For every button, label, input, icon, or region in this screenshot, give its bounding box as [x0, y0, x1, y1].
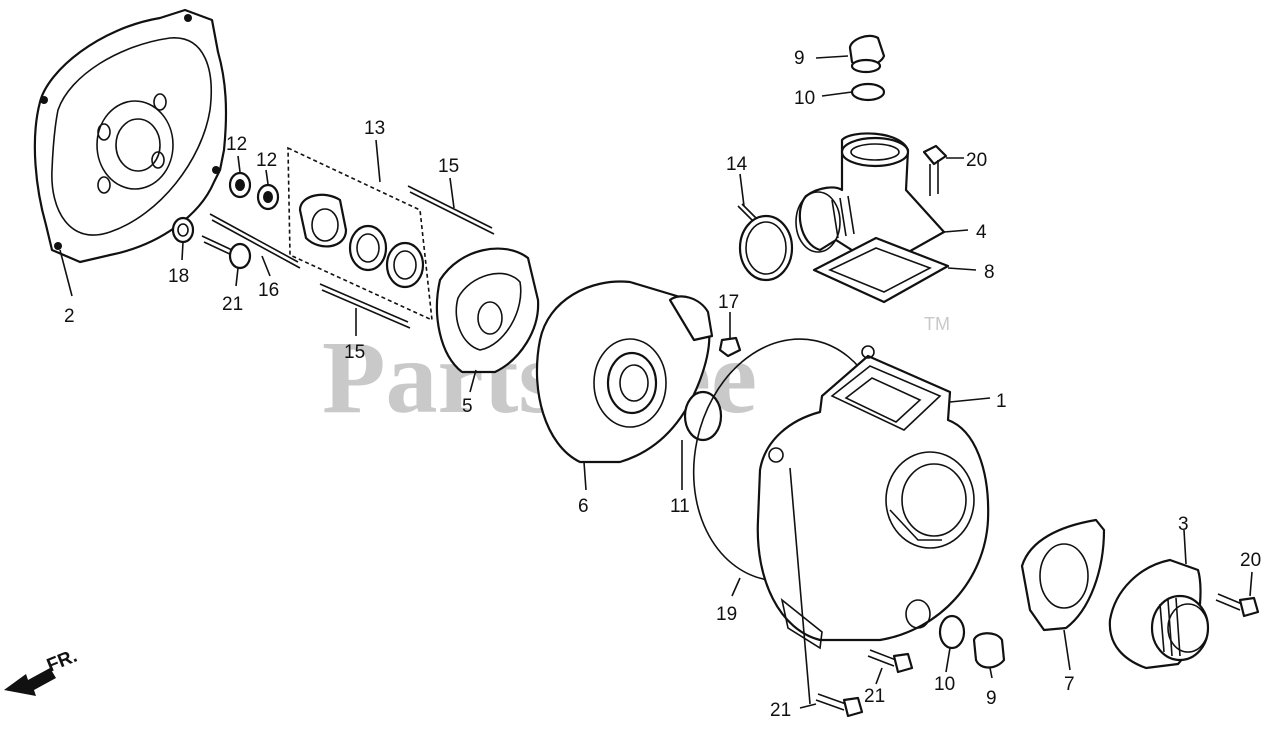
callout-4: 4	[976, 222, 987, 243]
callout-5: 5	[462, 396, 473, 417]
callout-11: 11	[670, 496, 690, 517]
part-11-oring	[683, 390, 723, 442]
front-direction-label: FR.	[44, 646, 80, 677]
part-9-plug-bottom	[972, 632, 1006, 669]
part-15-stud-lower	[319, 283, 411, 329]
callout-16: 16	[258, 280, 279, 301]
callout-21-bottom: 21	[770, 700, 791, 721]
callout-8: 8	[984, 262, 995, 283]
part-10-washer-top	[850, 82, 886, 102]
callout-labels: 1 2 3 4 5 6 7 8 9 9 10 10 11 12 12 13 14…	[64, 48, 1261, 721]
callout-19: 19	[716, 604, 737, 625]
callout-6: 6	[578, 496, 589, 517]
part-15-stud-upper	[407, 185, 495, 235]
callout-7: 7	[1064, 674, 1075, 695]
callout-2: 2	[64, 306, 75, 327]
part-13-seal-set	[287, 146, 433, 322]
callout-10-bottom: 10	[934, 674, 955, 695]
callout-3: 3	[1178, 514, 1189, 535]
part-21-bolt-bottom	[815, 693, 864, 718]
part-12-seals	[228, 171, 280, 211]
callout-14: 14	[726, 154, 748, 175]
front-direction-arrow	[4, 668, 56, 696]
part-4-elbow	[795, 132, 946, 270]
part-9-plug-top	[848, 34, 886, 74]
part-7-gasket	[1020, 518, 1106, 632]
part-10-washer-bottom	[938, 614, 966, 650]
part-20-bolt-top	[922, 144, 948, 196]
part-6-volute	[535, 280, 714, 464]
part-16-stud	[209, 213, 301, 269]
part-8-gasket	[812, 236, 950, 304]
part-3-inlet	[1108, 558, 1210, 670]
callout-10-top: 10	[794, 88, 815, 109]
part-14-clamp	[737, 203, 794, 282]
callout-20-right: 20	[1240, 550, 1261, 571]
callout-15-top: 15	[438, 156, 459, 177]
part-21-bolt-left	[201, 235, 252, 270]
part-18-washer	[171, 216, 195, 244]
part-5-impeller	[435, 247, 540, 374]
callout-9-bottom: 9	[986, 688, 997, 709]
part-1-casing	[756, 345, 990, 650]
callout-20-top: 20	[966, 150, 987, 171]
callout-13: 13	[364, 118, 385, 139]
callout-21-mid: 21	[864, 686, 885, 707]
callout-21-left: 21	[222, 294, 243, 315]
callout-12-right: 12	[256, 150, 277, 171]
part-20-bolt-right	[1215, 593, 1260, 618]
part-21-bolt-mid	[867, 649, 914, 674]
part-2-cover	[33, 8, 228, 264]
callout-15-bottom: 15	[344, 342, 365, 363]
callout-1: 1	[996, 391, 1007, 412]
callout-9-top: 9	[794, 48, 805, 69]
callout-12-left: 12	[226, 134, 247, 155]
callout-18: 18	[168, 266, 189, 287]
callout-17: 17	[718, 292, 739, 313]
watermark-tm: TM	[924, 314, 950, 334]
part-17-nut	[718, 336, 742, 358]
leader-lines	[59, 55, 1253, 709]
